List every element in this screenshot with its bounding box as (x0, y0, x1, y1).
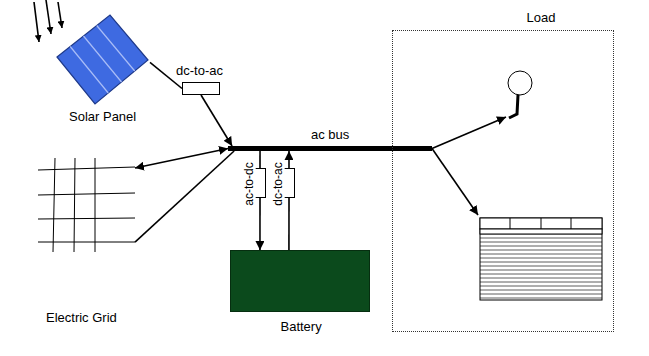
node-label: ac bus (310, 127, 350, 142)
grid-line (38, 242, 135, 243)
sun-ray (58, 2, 62, 28)
connector-arrow (201, 95, 232, 146)
ac-bus: ac bus (228, 146, 432, 151)
appliance-cell (510, 218, 511, 229)
node-label: dc-to-ac (270, 161, 284, 206)
panel-face (57, 15, 148, 104)
appliance-top (480, 218, 602, 229)
lamp-icon (508, 71, 532, 118)
converter-box: dc-to-ac (182, 82, 220, 95)
lamp-stand (509, 95, 518, 118)
appliance-body (480, 218, 602, 300)
grid-line (95, 158, 96, 252)
converter-box: ac-to-dc (254, 168, 266, 198)
appliance-cell (541, 218, 542, 229)
appliance-cell (571, 218, 572, 229)
load-area: Load (392, 30, 614, 332)
connector-arrow (135, 151, 234, 242)
appliance-icon (480, 218, 602, 300)
node-label: dc-to-ac (175, 63, 224, 78)
grid-line (38, 193, 135, 195)
grid-picture (38, 158, 135, 252)
connector-arrow (432, 149, 478, 216)
node-label: Electric Grid (45, 310, 118, 325)
grid-line (38, 218, 135, 219)
grid-line (74, 158, 75, 252)
connector-arrow (288, 151, 290, 168)
node-label: ac-to-dc (241, 161, 255, 206)
appliance-band (480, 229, 602, 234)
connector-arrow (432, 117, 506, 149)
connector-arrow (135, 149, 228, 169)
solar-panel-picture (57, 15, 148, 104)
panel-cell-line (70, 47, 108, 94)
electric-grid: Electric Grid (35, 150, 135, 325)
converter-box: dc-to-ac (283, 168, 295, 198)
battery: Battery (230, 250, 370, 312)
panel-cell-line (97, 26, 135, 72)
connector-arrow (288, 198, 290, 250)
grid-line (53, 158, 55, 252)
connector-arrow (259, 151, 261, 168)
solar-panel: Solar Panel (55, 12, 150, 124)
connector-arrow (259, 198, 261, 250)
node-label: Load (526, 10, 557, 25)
lamp-bulb (508, 71, 532, 95)
node-label: Battery (280, 319, 323, 334)
node-label: Solar Panel (68, 109, 137, 124)
sun-rays (34, 0, 62, 42)
sun-ray (46, 0, 51, 34)
grid-line (38, 167, 135, 170)
sun-ray (34, 2, 39, 42)
panel-cell-line (84, 36, 122, 82)
